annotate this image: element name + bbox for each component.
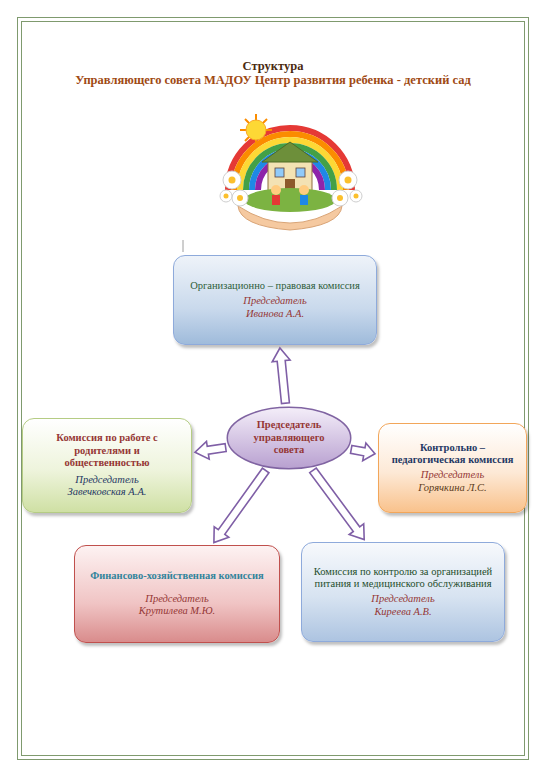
chairman-role: Председатель (421, 469, 484, 482)
chairman-role: Председатель (145, 593, 208, 606)
ground (244, 188, 336, 212)
block-arrow (195, 441, 226, 459)
hands (238, 206, 342, 230)
chairman-role: Председатель (243, 295, 306, 308)
chairman-name: Киреева А.В. (374, 606, 431, 619)
block-arrow (272, 348, 290, 404)
chairman-name: Завечковская А.А. (68, 486, 147, 499)
block-arrow (310, 468, 365, 540)
commission-name: Комиссия по контролю за организацией пит… (310, 566, 496, 591)
commission-name: Финансово-хозяйственная комиссия (90, 570, 263, 583)
chairman-role: Председатель (371, 593, 434, 606)
commission-box: Комиссия по контролю за организацией пит… (301, 542, 505, 642)
chairman-name: Иванова А.А. (246, 308, 304, 321)
commission-box: Комиссия по работе с родителями и общест… (22, 418, 192, 513)
block-arrow (351, 443, 376, 461)
sun (240, 114, 272, 146)
commission-name: Комиссия по работе с родителями и общест… (31, 432, 183, 470)
chairman-title: Председатель управляющего совета (244, 419, 334, 457)
house (262, 142, 318, 194)
block-arrow (214, 468, 269, 542)
commission-box: Финансово-хозяйственная комиссияПредседа… (74, 545, 280, 643)
stray-mark (183, 240, 184, 252)
chairman-role: Председатель (75, 474, 138, 487)
chairman-name: Горячкина Л.С. (418, 482, 486, 495)
commission-name: Контрольно – педагогическая комиссия (387, 442, 518, 467)
subtitle: Управляющего совета МАДОУ Центр развития… (40, 73, 506, 88)
commission-name: Организационно – правовая комиссия (190, 280, 360, 293)
children (271, 185, 309, 205)
commission-box: Контрольно – педагогическая комиссияПред… (378, 423, 527, 513)
daisies (220, 171, 362, 206)
commission-box: Организационно – правовая комиссияПредсе… (173, 255, 377, 345)
chairman-name: Крутилева М.Ю. (139, 605, 215, 618)
chairman-ellipse: Председатель управляющего совета (226, 406, 352, 470)
diagram-title: Структура (40, 59, 506, 74)
